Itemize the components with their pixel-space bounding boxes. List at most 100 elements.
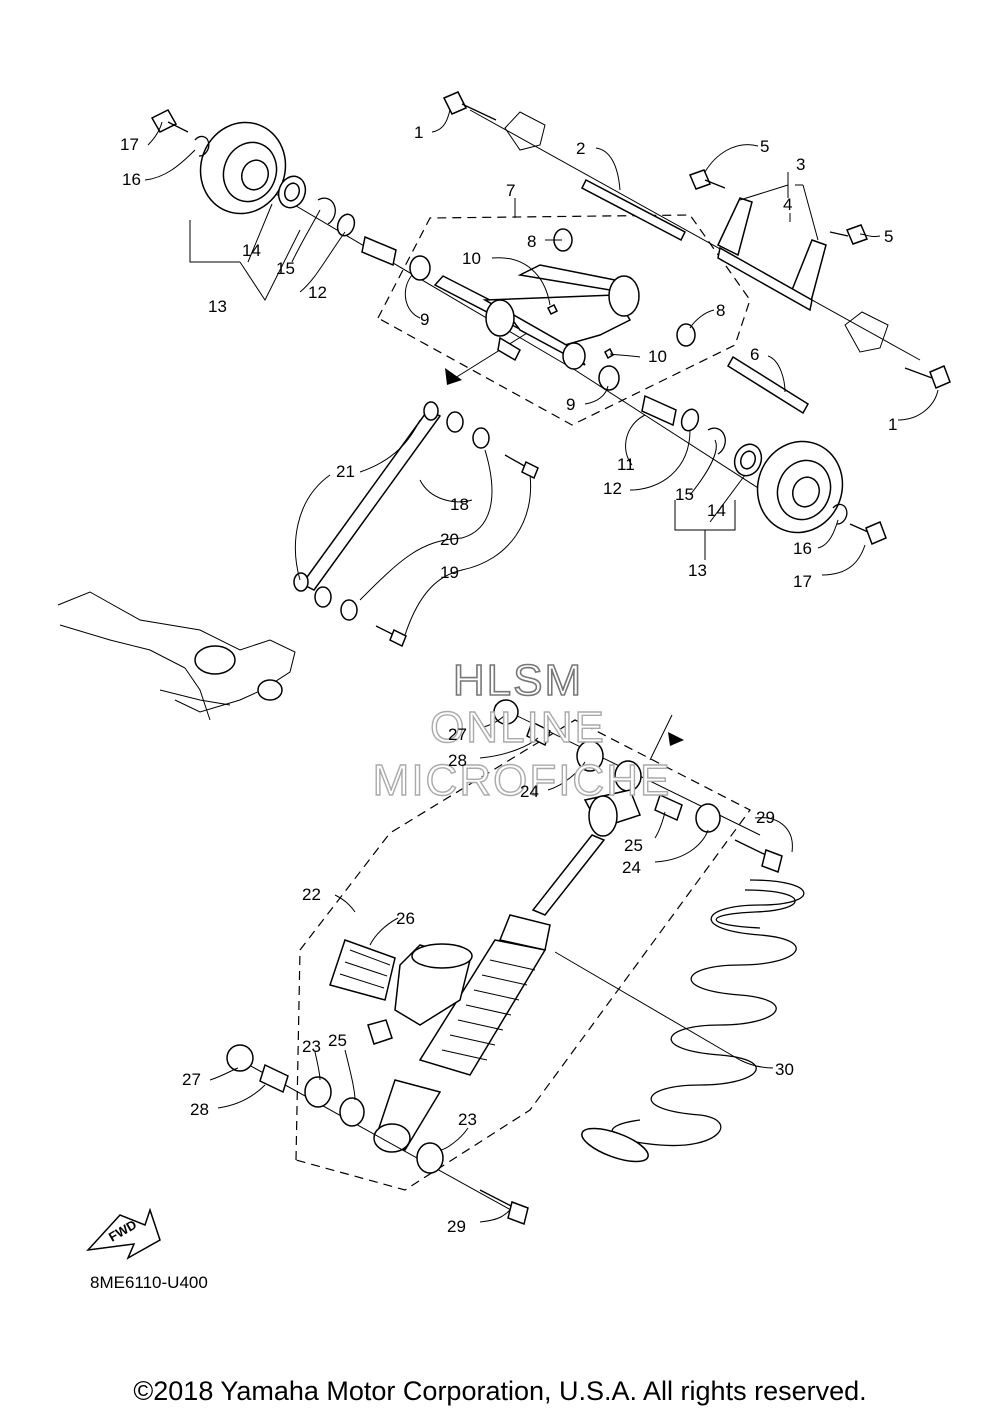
bolt-19-lower <box>375 625 407 648</box>
bolt-29-upper <box>734 839 783 873</box>
callout-20: 20 <box>440 530 459 549</box>
shock-body-ribs <box>441 959 536 1061</box>
callout-27: 27 <box>182 1070 201 1089</box>
callout-1: 1 <box>888 415 897 434</box>
bushing-8-lower <box>676 323 696 347</box>
callout-23: 23 <box>458 1110 477 1129</box>
watermark-line-3: MICROFICHE <box>373 756 672 805</box>
axis-line-upper <box>469 109 921 361</box>
grease-nipple-10-lower <box>604 347 614 360</box>
callout-8: 8 <box>527 232 536 251</box>
callout-28: 28 <box>448 751 467 770</box>
callout-17: 17 <box>120 135 139 154</box>
callout-27: 27 <box>448 725 467 744</box>
callout-30: 30 <box>775 1060 794 1079</box>
callout-9: 9 <box>566 395 575 414</box>
callout-21: 21 <box>336 462 355 481</box>
bearing-right <box>733 443 763 477</box>
shock-body <box>418 939 547 1076</box>
bolt-5-lower <box>829 224 869 245</box>
shaft-6 <box>726 355 810 415</box>
bushing-23-left <box>304 1076 332 1108</box>
bolt-19-upper <box>504 454 539 480</box>
idler-wheel-left <box>199 121 287 215</box>
watermark: HLSM ONLINE MICROFICHE <box>372 655 672 806</box>
nut-27-upper <box>493 699 519 725</box>
lower-mount-axis <box>239 1059 521 1216</box>
callout-1: 1 <box>414 123 423 142</box>
clip-16-left <box>194 135 210 157</box>
bearing-left <box>277 175 307 209</box>
callout-13: 13 <box>688 561 707 580</box>
callout-12: 12 <box>603 479 622 498</box>
direction-arrow-lower <box>668 732 684 746</box>
rod-18 <box>300 409 442 591</box>
rear-frame-sketch <box>57 591 296 721</box>
callout-6: 6 <box>750 345 759 364</box>
callout-11: 11 <box>617 455 635 474</box>
frame-stub-upper <box>504 111 546 151</box>
spacer-21-lower <box>340 599 358 621</box>
adjuster-knob <box>367 1019 393 1045</box>
callout-10: 10 <box>648 347 667 366</box>
watermark-line-2: ONLINE <box>430 703 606 752</box>
callout-28: 28 <box>190 1100 209 1119</box>
callout-24: 24 <box>520 782 539 801</box>
bolt-17-right <box>849 521 887 545</box>
spring-30 <box>581 879 805 1163</box>
callout-23: 23 <box>302 1037 321 1056</box>
callout-25: 25 <box>624 836 643 855</box>
spacer-11-left <box>361 235 397 267</box>
callout-15: 15 <box>675 485 694 504</box>
callout-7: 7 <box>506 181 515 200</box>
callout-16: 16 <box>793 539 812 558</box>
callout-19: 19 <box>440 563 459 582</box>
bolt-5-upper <box>688 169 726 190</box>
spacer-20-upper <box>446 411 464 433</box>
direction-arrow-upper <box>445 368 462 385</box>
bushing-23-right <box>416 1142 444 1174</box>
callout-16: 16 <box>122 170 141 189</box>
group-outline-7 <box>377 214 751 426</box>
callout-12: 12 <box>308 283 327 302</box>
reservoir-cap <box>411 943 473 969</box>
nut-27-lower <box>226 1044 254 1072</box>
copyright-notice: ©2018 Yamaha Motor Corporation, U.S.A. A… <box>133 1376 867 1406</box>
bushing-9-right <box>598 365 620 391</box>
callout-29: 29 <box>447 1217 466 1236</box>
shock-rod <box>531 834 606 916</box>
bump-rubber <box>588 795 618 837</box>
bushing-24-lower <box>695 803 721 833</box>
upper-arm-assembly <box>57 91 951 721</box>
circlip-left <box>317 197 336 225</box>
watermark-line-1: HLSM <box>453 656 583 705</box>
bracket-3 <box>717 197 827 312</box>
bushing-9-left <box>409 255 431 281</box>
callout-24: 24 <box>622 858 641 877</box>
callout-10: 10 <box>462 249 481 268</box>
spacer-20-lower <box>314 586 332 608</box>
rod-end-lower <box>293 572 309 592</box>
callout-15: 15 <box>276 259 295 278</box>
callout-14: 14 <box>707 501 726 520</box>
callout-22: 22 <box>302 885 321 904</box>
spacer-11-right <box>641 394 677 427</box>
circlip-right <box>707 427 726 455</box>
leader-lines <box>144 109 939 1223</box>
bolt-1-upper <box>442 91 497 121</box>
bolt-17-left <box>150 109 189 133</box>
frame-stub-lower <box>844 311 889 353</box>
swing-arm <box>433 264 640 370</box>
group-outline-22 <box>295 719 751 1191</box>
diagram-code: 8ME6110-U400 <box>90 1273 208 1292</box>
callout-29: 29 <box>756 808 775 827</box>
shock-assembly <box>226 699 805 1225</box>
collar-right <box>680 408 700 432</box>
callout-17: 17 <box>793 572 812 591</box>
shaft-2 <box>581 178 686 242</box>
rod-end-upper <box>423 401 439 421</box>
clip-16-right <box>832 503 848 525</box>
callout-5: 5 <box>760 137 769 156</box>
